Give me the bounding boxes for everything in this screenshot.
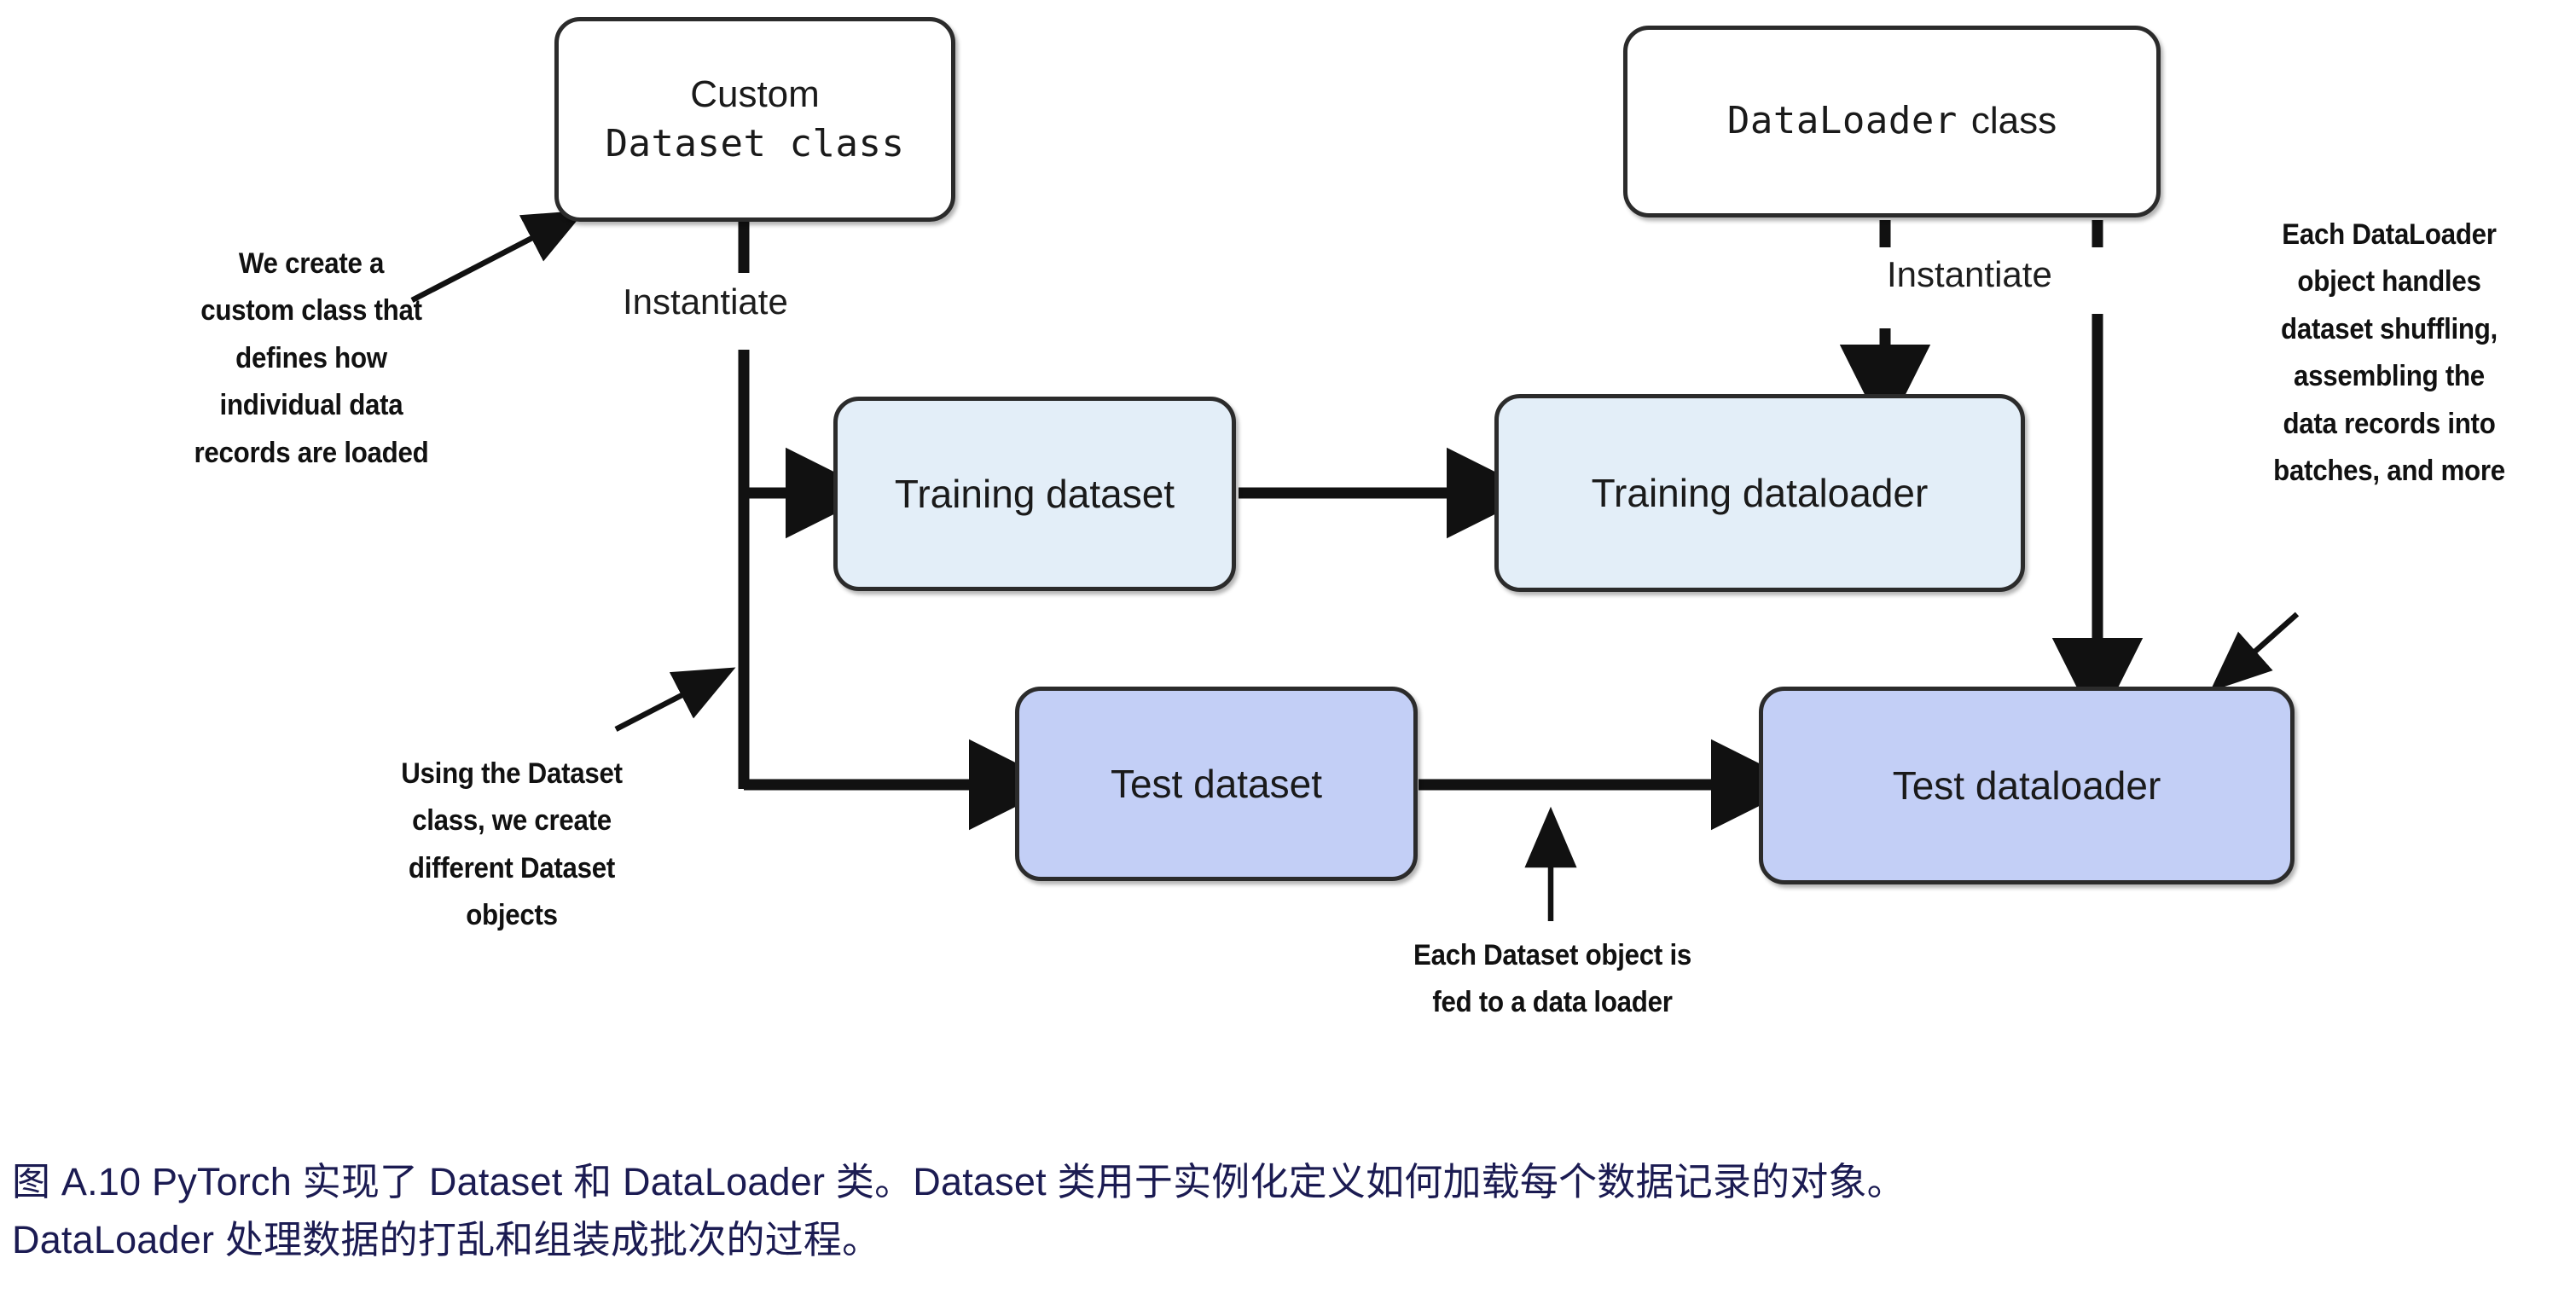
node-test-dataset[interactable]: Test dataset xyxy=(1015,687,1418,881)
annotation-bottom-left-line-2: class, we create xyxy=(412,804,612,838)
annotation-top-left-line-3: defines how xyxy=(235,341,387,374)
annotation-top-left-line-4: individual data xyxy=(219,389,403,422)
annotation-bottom-left-line-3: different Dataset xyxy=(408,851,616,884)
annotation-right-line-6: batches, and more xyxy=(2273,455,2505,488)
figure-caption-line-2: DataLoader 处理数据的打乱和组装成批次的过程。 xyxy=(12,1218,881,1262)
annotation-top-left-line-2: custom class that xyxy=(200,294,422,328)
annotation-right-line-4: assembling the xyxy=(2294,360,2485,393)
annotation-bottom-left: Using the Dataset class, we create diffe… xyxy=(335,751,688,940)
node-test-dataloader[interactable]: Test dataloader xyxy=(1759,687,2295,884)
annotation-top-left-line-1: We create a xyxy=(238,247,385,280)
pointer-bottom-left xyxy=(614,667,736,732)
node-test-dataloader-label: Test dataloader xyxy=(1892,762,2161,808)
annotation-top-left-line-5: records are loaded xyxy=(194,436,429,469)
node-training-dataloader-label: Training dataloader xyxy=(1591,470,1929,515)
node-training-dataloader[interactable]: Training dataloader xyxy=(1494,394,2025,592)
annotation-bottom-left-line-1: Using the Dataset xyxy=(401,757,623,790)
annotation-right-line-5: data records into xyxy=(2283,407,2496,440)
node-dataloader-class[interactable]: DataLoader class xyxy=(1623,26,2161,217)
node-test-dataset-label: Test dataset xyxy=(1110,761,1323,806)
annotation-bottom-center: Each Dataset object is fed to a data loa… xyxy=(1356,932,1749,1027)
edge-label-instantiate-right: Instantiate xyxy=(1887,254,2052,294)
node-dataloader-class-line2: class xyxy=(1970,100,2057,142)
annotation-top-left: We create a custom class that defines ho… xyxy=(135,241,488,477)
node-training-dataset-label: Training dataset xyxy=(894,471,1175,516)
node-custom-dataset-class[interactable]: Custom Dataset class xyxy=(554,17,955,222)
edge-label-instantiate-left: Instantiate xyxy=(623,281,788,322)
figure-caption: 图 A.10 PyTorch 实现了 Dataset 和 DataLoader … xyxy=(12,1153,2537,1270)
annotation-bottom-center-line-1: Each Dataset object is xyxy=(1413,939,1691,971)
annotation-right: Each DataLoader object handles dataset s… xyxy=(2228,212,2550,495)
node-training-dataset[interactable]: Training dataset xyxy=(833,397,1236,591)
annotation-right-line-3: dataset shuffling, xyxy=(2280,312,2498,345)
node-custom-dataset-class-line1: Custom xyxy=(690,72,820,115)
annotation-right-line-1: Each DataLoader xyxy=(2282,218,2497,251)
node-dataloader-class-line1: DataLoader xyxy=(1726,99,1958,143)
annotation-bottom-left-line-4: objects xyxy=(466,899,558,932)
pointer-right xyxy=(2209,612,2300,692)
annotation-bottom-center-line-2: fed to a data loader xyxy=(1432,986,1673,1019)
node-custom-dataset-class-line2: Dataset class xyxy=(605,122,905,165)
annotation-right-line-2: object handles xyxy=(2297,265,2481,299)
figure-caption-line-1: 图 A.10 PyTorch 实现了 Dataset 和 DataLoader … xyxy=(12,1160,1906,1203)
